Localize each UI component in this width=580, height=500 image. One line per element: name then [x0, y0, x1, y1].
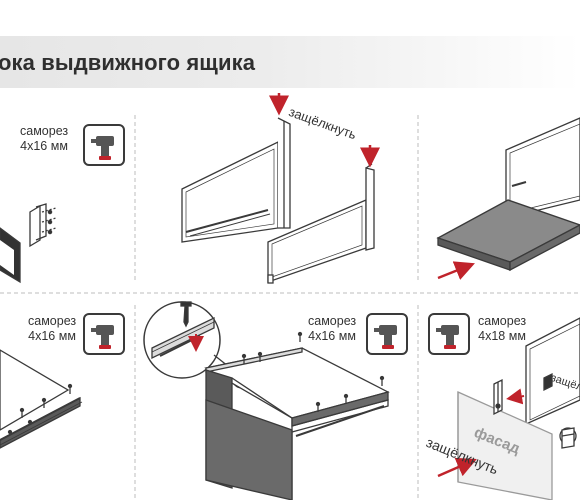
step5-drawing: [143, 301, 390, 500]
step6-screw-label: саморез 4х18 мм: [478, 314, 526, 344]
step3-drawing: [436, 117, 580, 272]
drill-icon: [374, 325, 397, 349]
step6-screw-type: саморез: [478, 314, 527, 328]
step6-drill-box: [428, 313, 470, 355]
grid-lines: [0, 115, 580, 500]
step1-screw-size: 4х16 мм: [20, 139, 68, 153]
step4-drawing: [0, 349, 83, 449]
step4-drill-box: [83, 313, 125, 355]
page-title: ока выдвижного ящика: [0, 50, 256, 75]
step1-drill-box: [83, 124, 125, 166]
step4-screw-type: саморез: [28, 314, 77, 328]
step6-drawing: [457, 317, 580, 500]
step4-screw-label: саморез 4х16 мм: [28, 314, 76, 344]
step5-screw-label: саморез 4х16 мм: [308, 314, 356, 344]
step5-screw-size: 4х16 мм: [308, 329, 356, 343]
step5-screw-type: саморез: [308, 314, 357, 328]
drill-icon: [91, 325, 114, 349]
step4-screw-size: 4х16 мм: [28, 329, 76, 343]
header-band: [0, 36, 580, 88]
step1-screw-type: саморез: [20, 124, 69, 138]
step6-screw-size: 4х18 мм: [478, 329, 526, 343]
drill-icon: [436, 325, 459, 349]
step2-drawing: [181, 117, 375, 284]
step1-drawing: [0, 203, 57, 284]
step1-screw-label: саморез 4х16 мм: [20, 124, 68, 154]
drill-icon: [91, 136, 114, 160]
step5-drill-box: [366, 313, 408, 355]
